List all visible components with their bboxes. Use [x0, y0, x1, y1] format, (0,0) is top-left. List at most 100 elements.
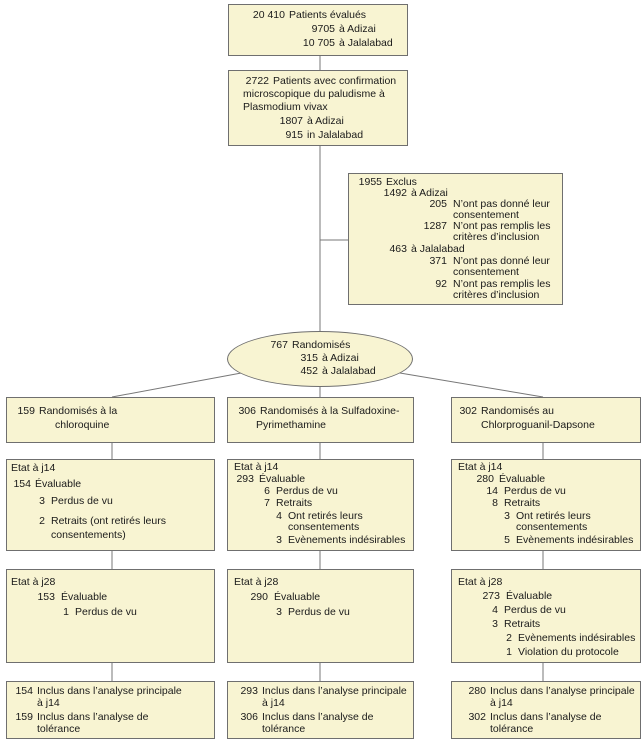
label: Etat à j14 — [234, 461, 279, 473]
label: Patients évalués — [289, 9, 367, 21]
box-line: 20 410 Patients évalués — [229, 9, 407, 22]
label: Évaluable — [61, 591, 108, 603]
count: 159 — [15, 711, 33, 723]
count: 767 — [270, 339, 288, 351]
label: Inclus dans l’analyse de — [262, 711, 374, 723]
box-arm3-j14: Etat à j14 280 Évaluable 14 Perdus de vu… — [451, 459, 641, 551]
label: Pyrimethamine — [256, 419, 327, 431]
count: 280 — [468, 685, 486, 697]
count: 6 — [264, 485, 270, 497]
count: 5 — [504, 534, 510, 546]
count: 452 — [300, 365, 318, 377]
box-arm3-final: 280 Inclus dans l’analyse principale à j… — [451, 681, 641, 739]
count: 9705 — [311, 23, 335, 35]
label: à j14 — [262, 697, 285, 709]
label: Évaluable — [274, 591, 321, 603]
box-line: 1807 à Adizai — [229, 115, 407, 128]
box-patients-evaluated: 20 410 Patients évalués 9705 à Adizai 10… — [228, 4, 408, 56]
count: 371 — [429, 255, 447, 267]
label: Retraits — [276, 497, 313, 509]
label: à Jalalabad — [339, 37, 393, 49]
count: 8 — [492, 497, 498, 509]
label: N’ont pas donné leur — [453, 198, 550, 210]
count: 302 — [468, 711, 486, 723]
count: 20 410 — [252, 9, 285, 21]
count: 2 — [39, 515, 45, 527]
label: à Adizai — [307, 115, 344, 127]
label: à Adizai — [339, 23, 376, 35]
connector-rand-to-arm3 — [387, 370, 544, 398]
label: Retraits — [504, 618, 541, 630]
count: 273 — [482, 590, 500, 602]
count: 1 — [63, 606, 69, 618]
label: Inclus dans l’analyse de — [490, 711, 602, 723]
count: 1955 — [358, 176, 382, 188]
label: Perdus de vu — [276, 485, 338, 497]
count: 3 — [276, 534, 282, 546]
count: 293 — [240, 685, 258, 697]
label: Inclus dans l’analyse de — [37, 711, 149, 723]
label: Perdus de vu — [504, 485, 566, 497]
label: N’ont pas donné leur — [453, 255, 550, 267]
count: 10 705 — [302, 37, 335, 49]
label: Randomisés au — [481, 405, 554, 417]
count: 154 — [13, 478, 31, 490]
label: à j14 — [490, 697, 513, 709]
count: 315 — [300, 352, 318, 364]
label: in Jalalabad — [307, 129, 364, 141]
box-arm2-final: 293 Inclus dans l’analyse principale à j… — [227, 681, 414, 739]
label: à Adizai — [322, 352, 359, 364]
label: à Jalalabad — [411, 243, 465, 255]
label: Retraits — [504, 497, 541, 509]
box-line: Plasmodium vivax — [229, 101, 407, 114]
box-arm2-header: 306 Randomisés à la Sulfadoxine- Pyrimet… — [227, 397, 414, 443]
count: 4 — [492, 604, 498, 616]
label: Chlorproguanil-Dapsone — [481, 419, 595, 431]
count: 7 — [264, 497, 270, 509]
count: 915 — [285, 129, 303, 141]
label: tolérance — [490, 723, 534, 735]
label: Évaluable — [35, 478, 82, 490]
label: à j14 — [37, 697, 60, 709]
label: Perdus de vu — [75, 606, 137, 618]
label: à Adizai — [411, 187, 448, 199]
count: 205 — [429, 198, 447, 210]
box-line: 10 705 à Jalalabad — [229, 37, 407, 50]
label: Randomisés — [292, 339, 351, 351]
box-arm3-j28: Etat à j28 273 Évaluable 4 Perdus de vu … — [451, 569, 641, 663]
count: 153 — [37, 591, 55, 603]
box-line: 9705 à Adizai — [229, 23, 407, 36]
label: tolérance — [262, 723, 306, 735]
label: Perdus de vu — [504, 604, 566, 616]
label: critères d’inclusion — [453, 231, 540, 243]
label: Randomisés à la Sulfadoxine- — [260, 405, 400, 417]
count: 4 — [276, 510, 282, 522]
count: 306 — [238, 405, 256, 417]
label: critères d’inclusion — [453, 289, 540, 301]
count: 3 — [504, 510, 510, 522]
label: Patients avec confirmation — [273, 75, 397, 87]
label: Évaluable — [506, 590, 553, 602]
count: 280 — [476, 473, 494, 485]
box-excluded: 1955 Exclus 1492 à Adizai 205 N’ont pas … — [348, 173, 563, 305]
box-arm2-j28: Etat à j28 290 Évaluable 3 Perdus de vu — [227, 569, 414, 663]
box-arm1-j14: Etat à j14 154 Évaluable 3 Perdus de vu … — [6, 459, 215, 551]
box-line: 2722 Patients avec confirmation — [229, 75, 407, 88]
count: 1287 — [423, 220, 447, 232]
label: microscopique du paludisme à — [243, 88, 385, 100]
count: 293 — [236, 473, 254, 485]
count: 302 — [459, 405, 477, 417]
label: consentement — [453, 209, 519, 221]
label: Plasmodium vivax — [243, 101, 328, 113]
count: 159 — [17, 405, 35, 417]
count: 1 — [506, 646, 512, 658]
label: Evènements indésirables — [518, 632, 636, 644]
label: Violation du protocole — [518, 646, 619, 658]
box-arm2-j14: Etat à j14 293 Évaluable 6 Perdus de vu … — [227, 459, 414, 551]
label: consentements — [516, 521, 588, 533]
label: Inclus dans l’analyse principale — [490, 685, 635, 697]
label: Perdus de vu — [51, 495, 113, 507]
count: 3 — [276, 606, 282, 618]
